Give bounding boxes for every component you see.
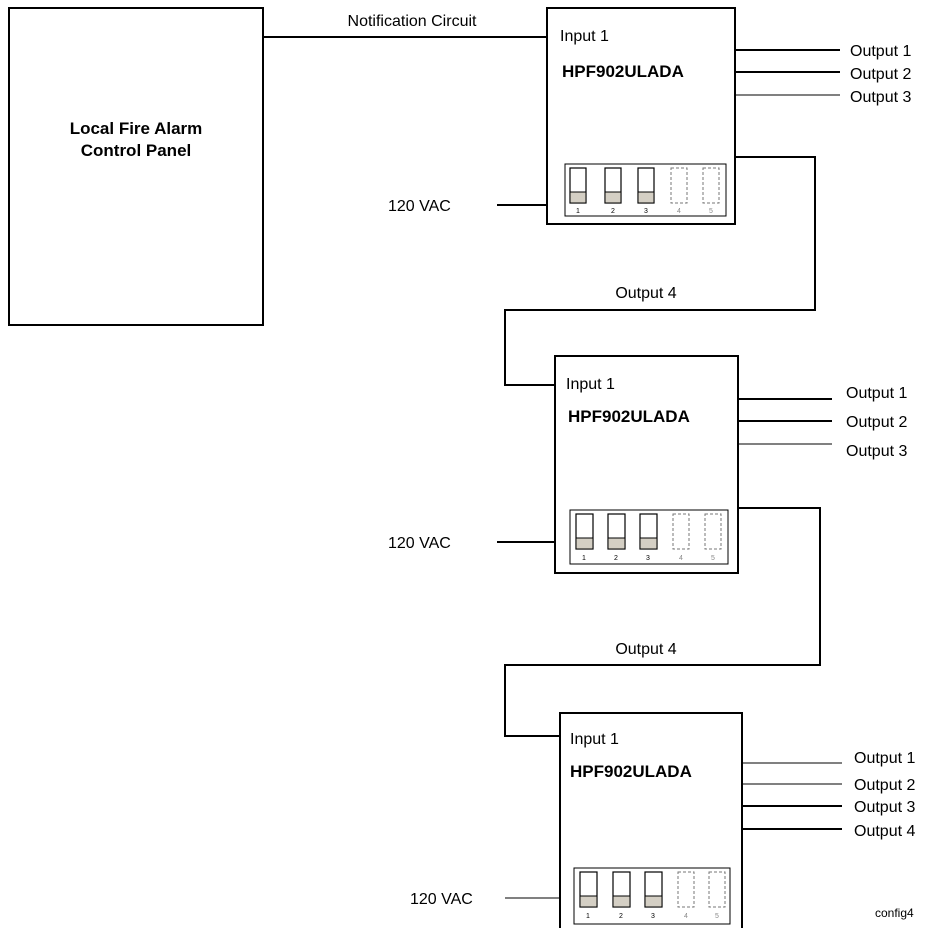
- output-label-1-3: Output 3: [850, 89, 911, 106]
- model-label-3: HPF902ULADA: [570, 762, 692, 781]
- output4-link-wire-2: [504, 507, 821, 737]
- output-label-3-3: Output 3: [854, 799, 915, 816]
- switch-number: 4: [684, 913, 688, 920]
- power-label-2: 120 VAC: [388, 535, 451, 552]
- model-label-1: HPF902ULADA: [562, 62, 684, 81]
- dip-switches-2: [575, 513, 722, 550]
- dip-switch-panel-1: [564, 163, 727, 217]
- output-label-2-2: Output 2: [846, 414, 907, 431]
- switch-number: 3: [646, 555, 650, 562]
- notification-circuit-label: Notification Circuit: [348, 13, 477, 30]
- dip-switch-panel-3: [573, 867, 731, 925]
- dip-switches-3: [579, 871, 726, 908]
- power-supply-2: Input 1 HPF902ULADA 1 2 3 4 5: [554, 355, 739, 574]
- switch-number: 3: [651, 913, 655, 920]
- output-label-3-1: Output 1: [854, 750, 915, 767]
- switch-number: 4: [679, 555, 683, 562]
- dip-switch-panel-2: [569, 509, 729, 565]
- link-label-2: Output 4: [615, 641, 676, 658]
- switch-number: 5: [711, 555, 715, 562]
- output-label-2-1: Output 1: [846, 385, 907, 402]
- switch-number: 1: [586, 913, 590, 920]
- panel-title-line1: Local Fire Alarm: [70, 119, 203, 138]
- output-label-3-4: Output 4: [854, 823, 915, 840]
- switch-number: 5: [709, 208, 713, 215]
- switch-number: 5: [715, 913, 719, 920]
- switch-number: 4: [677, 208, 681, 215]
- output-label-1-2: Output 2: [850, 66, 911, 83]
- power-label-1: 120 VAC: [388, 198, 451, 215]
- switch-number: 2: [614, 555, 618, 562]
- dip-switches-1: [569, 167, 720, 204]
- power-supply-1: Input 1 HPF902ULADA 1 2 3 4 5: [546, 7, 736, 225]
- output-label-3-2: Output 2: [854, 777, 915, 794]
- model-label-2: HPF902ULADA: [568, 407, 690, 426]
- output-label-1-1: Output 1: [850, 43, 911, 60]
- input-label-1: Input 1: [560, 28, 609, 45]
- output4-link-wire-1: [504, 156, 816, 386]
- output-label-2-3: Output 3: [846, 443, 907, 460]
- power-label-3: 120 VAC: [410, 891, 473, 908]
- switch-number: 1: [582, 555, 586, 562]
- input-label-2: Input 1: [566, 376, 615, 393]
- input-label-3: Input 1: [570, 731, 619, 748]
- switch-number: 3: [644, 208, 648, 215]
- switch-number: 1: [576, 208, 580, 215]
- link-label-1: Output 4: [615, 285, 676, 302]
- switch-number: 2: [611, 208, 615, 215]
- panel-title-line2: Control Panel: [81, 141, 192, 160]
- fire-alarm-control-panel: Local Fire Alarm Control Panel: [8, 7, 264, 326]
- figure-id: config4: [875, 906, 914, 920]
- power-supply-3: Input 1 HPF902ULADA 1 2 3 4 5: [559, 712, 743, 928]
- switch-number: 2: [619, 913, 623, 920]
